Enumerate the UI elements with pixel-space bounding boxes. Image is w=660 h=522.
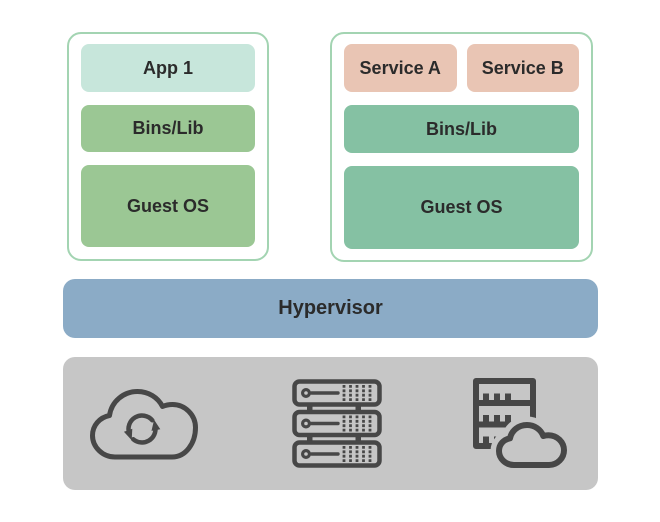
guest-os-label-right: Guest OS xyxy=(420,197,503,217)
services-row: Service A Service B xyxy=(344,44,579,92)
service-b-label: Service B xyxy=(481,57,564,78)
bins-lib-label-right: Bins/Lib xyxy=(426,118,497,139)
hypervisor-bar: Hypervisor xyxy=(63,279,598,338)
server-cloud-icon xyxy=(473,378,573,471)
vm-box-right: Service A Service B Bins/Lib Guest OS xyxy=(330,32,593,262)
cloud-sync-icon xyxy=(90,388,198,459)
vm-box-left: App 1 Bins/Lib Guest OS xyxy=(67,32,269,261)
service-a-label: Service A xyxy=(359,57,441,78)
service-b-layer: Service B xyxy=(466,44,579,92)
app-1-label: App 1 xyxy=(142,57,193,78)
guest-os-layer-left: Guest OS xyxy=(81,165,255,247)
server-rack-icon xyxy=(291,379,383,468)
guest-os-layer-right: Guest OS xyxy=(344,166,579,249)
infrastructure-bar xyxy=(63,357,598,490)
bins-lib-label-left: Bins/Lib xyxy=(132,118,204,138)
hypervisor-label: Hypervisor xyxy=(278,297,383,319)
service-a-layer: Service A xyxy=(344,44,457,92)
bins-lib-layer-left: Bins/Lib xyxy=(81,105,255,152)
guest-os-label-left: Guest OS xyxy=(126,195,210,216)
bins-lib-layer-right: Bins/Lib xyxy=(344,105,579,153)
app-1-layer: App 1 xyxy=(81,44,255,92)
